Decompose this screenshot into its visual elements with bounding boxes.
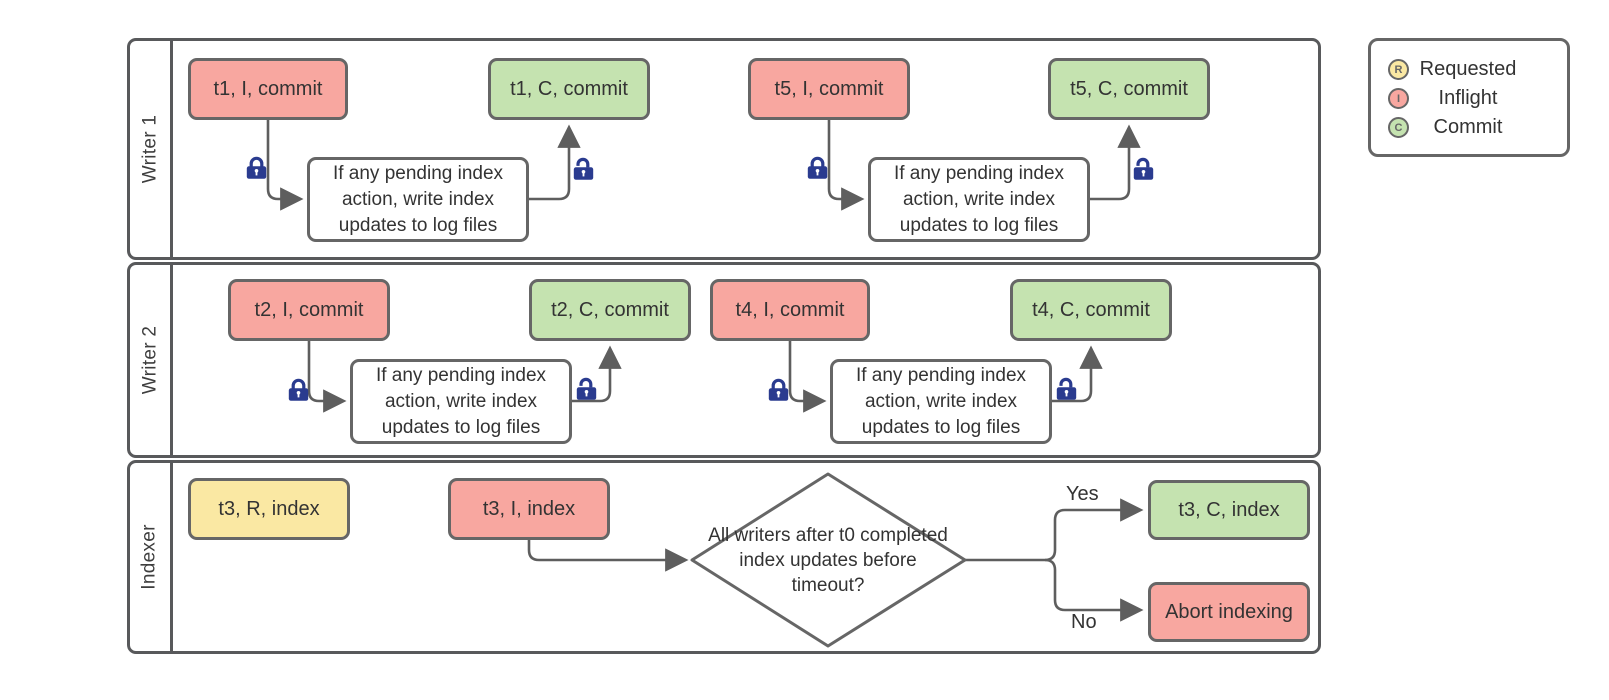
legend-label: Commit [1433,116,1503,138]
inflight-state-icon: I [1388,88,1409,109]
node-t4-inflight: t4, I, commit [710,279,870,341]
node-t3-inflight: t3, I, index [448,478,610,540]
node-t4-commit: t4, C, commit [1010,279,1172,341]
legend: R Requested I Inflight C Commit [1368,38,1570,157]
node-t1-commit: t1, C, commit [488,58,650,120]
node-t5-commit: t5, C, commit [1048,58,1210,120]
legend-row-inflight: I Inflight [1388,84,1567,113]
decision-question: All writers after t0 completed index upd… [708,524,948,596]
legend-label: Inflight [1438,87,1498,109]
swimlane-writer-2-header: Writer 2 [130,265,173,455]
legend-row-requested: R Requested [1388,55,1567,84]
lane-label: Writer 1 [139,114,160,184]
lane-label: Writer 2 [139,325,160,395]
node-t1-inflight: t1, I, commit [188,58,348,120]
node-t2-inflight: t2, I, commit [228,279,390,341]
requested-state-icon: R [1388,59,1409,80]
node-t3-requested: t3, R, index [188,478,350,540]
lane-label: Indexer [139,524,161,590]
node-t3-commit: t3, C, index [1148,480,1310,540]
node-abort-indexing: Abort indexing [1148,582,1310,642]
process-step-writer2-t2: If any pending index action, write index… [350,359,572,444]
process-step-writer2-t4: If any pending index action, write index… [830,359,1052,444]
node-t2-commit: t2, C, commit [529,279,691,341]
branch-label-no: No [1071,611,1097,633]
legend-row-commit: C Commit [1388,113,1567,142]
swimlane-writer-1-header: Writer 1 [130,41,173,257]
node-t5-inflight: t5, I, commit [748,58,910,120]
branch-label-yes: Yes [1066,483,1099,505]
process-step-writer1-t5: If any pending index action, write index… [868,157,1090,242]
process-step-writer1-t1: If any pending index action, write index… [307,157,529,242]
swimlane-indexer-header: Indexer [130,463,173,651]
legend-label: Requested [1419,58,1517,80]
commit-state-icon: C [1388,117,1409,138]
